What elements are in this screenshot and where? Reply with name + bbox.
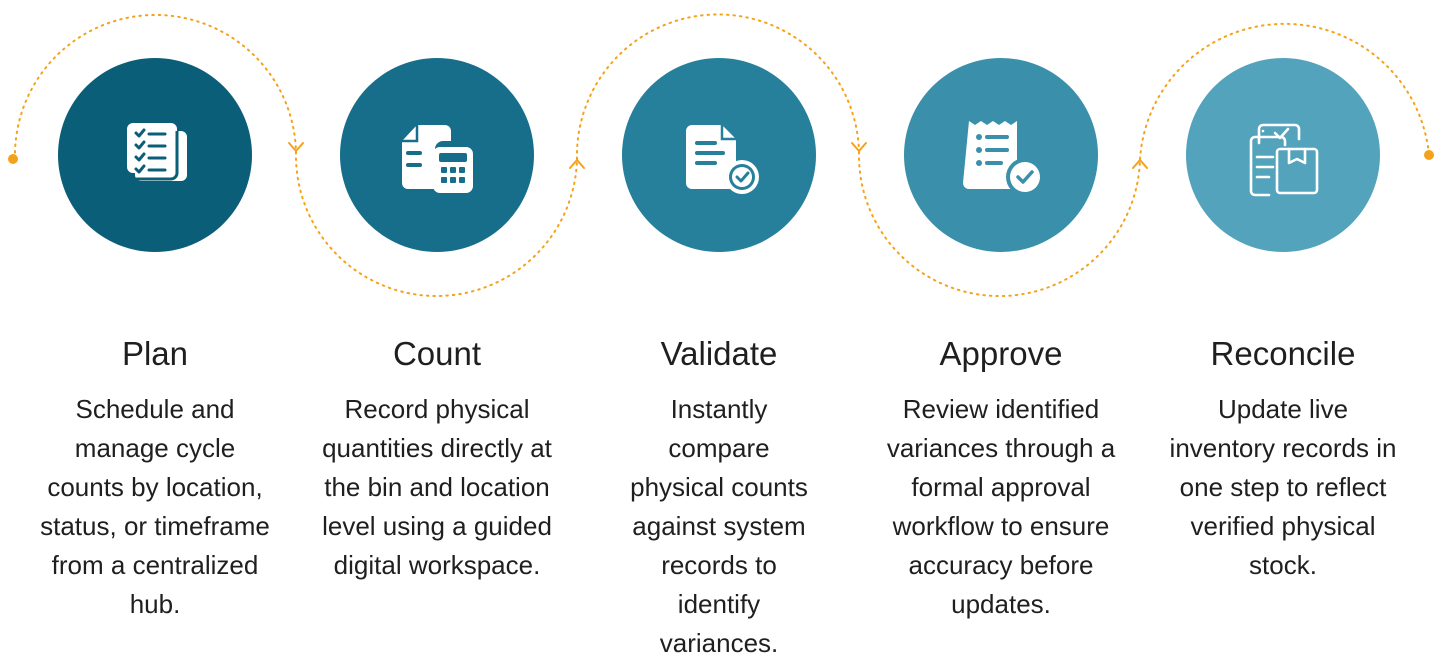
step-count: Count Record physical quantities directl… [307, 332, 567, 585]
step-title: Validate [660, 335, 778, 372]
step-approve: Approve Review identified variances thro… [871, 332, 1131, 624]
step-description: Schedule and manage cycle counts by loca… [40, 394, 270, 619]
inventory-box-icon [1249, 123, 1319, 197]
step-reconcile: Reconcile Update live inventory records … [1153, 332, 1413, 585]
checklist-icon [127, 123, 187, 181]
step-description: Update live inventory records in one ste… [1169, 394, 1397, 580]
chevron-down-icon [288, 142, 304, 152]
step-title: Plan [121, 335, 189, 372]
step-title: Reconcile [1210, 335, 1356, 372]
step-title: Count [392, 335, 482, 372]
step-description: Review identified variances through a fo… [886, 394, 1116, 619]
end-dot [1424, 150, 1434, 160]
document-check-icon [686, 125, 759, 194]
connector-arc-2 [294, 151, 578, 298]
chevron-down-icon [851, 142, 867, 152]
flow-chevrons [288, 142, 1148, 169]
step-title: Approve [939, 335, 1063, 372]
connector-arc-1 [13, 13, 297, 160]
step-validate: Validate Instantly compare physical coun… [589, 332, 849, 663]
connector-arcs [13, 13, 1430, 298]
step-circle-reconcile [1186, 58, 1380, 252]
connector-arc-3 [575, 13, 860, 160]
step-plan: Plan Schedule and manage cycle counts by… [25, 332, 285, 624]
step-description: Instantly compare physical counts agains… [630, 394, 808, 658]
start-dot [8, 154, 18, 164]
chevron-up-icon [1132, 159, 1148, 169]
receipt-check-icon [963, 121, 1044, 196]
chevron-up-icon [569, 159, 585, 169]
document-calculator-icon [402, 125, 473, 193]
connector-arc-5 [1139, 22, 1430, 160]
step-description: Record physical quantities directly at t… [322, 394, 552, 580]
connector-arc-4 [857, 151, 1141, 298]
